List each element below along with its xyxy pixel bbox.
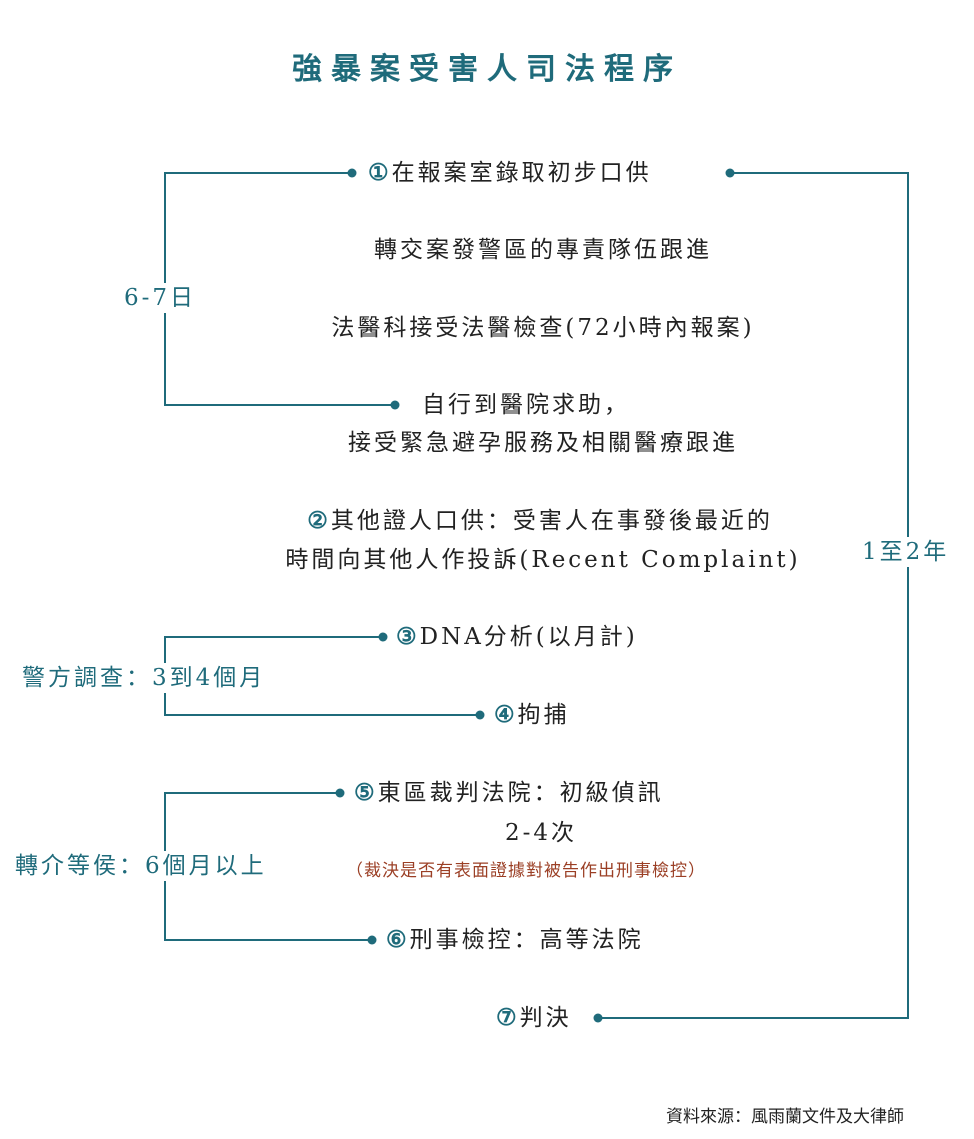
source-note: 資料來源：風雨蘭文件及大律師: [666, 1107, 904, 1127]
duration-1-2-years: 1至2年: [862, 537, 950, 567]
step-1: ①在報案室錄取初步口供: [368, 158, 652, 188]
step-text: 在報案室錄取初步口供: [391, 160, 652, 186]
transfer-text: 轉交案發警區的專責隊伍跟進: [374, 237, 712, 263]
bracket-6-7-days: [164, 172, 395, 406]
duration-referral-wait: 轉介等侯：6個月以上: [15, 851, 267, 881]
dot: [475, 710, 485, 720]
step-2-line-2: 時間向其他人作投訴(Recent Complaint): [285, 547, 801, 573]
step-number: ④: [494, 701, 518, 728]
page-title: 強暴案受害人司法程序: [292, 52, 682, 87]
hospital-text-2: 接受緊急避孕服務及相關醫療跟進: [348, 430, 738, 456]
step-5: ⑤東區裁判法院：初級偵訊: [354, 778, 664, 808]
step-text: 刑事檢控：高等法院: [409, 927, 644, 953]
step-text: 其他證人口供：受害人在事發後最近的: [330, 508, 773, 534]
step-number: ①: [368, 159, 392, 186]
dot: [593, 1013, 603, 1023]
step-number: ⑦: [496, 1004, 520, 1031]
forensic-text: 法醫科接受法醫檢查(72小時內報案): [331, 315, 755, 341]
hospital-text-1: 自行到醫院求助，: [422, 392, 630, 418]
step-text: DNA分析(以月計): [419, 624, 638, 650]
dot: [367, 935, 377, 945]
step-number: ②: [307, 507, 331, 534]
dot: [347, 168, 357, 178]
step-text: 判決: [519, 1005, 572, 1031]
hearing-times: 2-4次: [504, 820, 578, 846]
step-number: ⑤: [354, 779, 378, 806]
dot: [390, 400, 400, 410]
step-text: 拘捕: [517, 702, 570, 728]
step-4: ④拘捕: [494, 700, 570, 730]
step-2: ②其他證人口供：受害人在事發後最近的: [307, 506, 773, 536]
dot: [725, 168, 735, 178]
duration-6-7-days: 6-7日: [124, 283, 197, 313]
step-6: ⑥刑事檢控：高等法院: [386, 925, 644, 955]
step-number: ③: [396, 623, 420, 650]
step-text: 東區裁判法院：初級偵訊: [377, 780, 664, 806]
step-7: ⑦判決: [496, 1003, 572, 1033]
dot: [378, 632, 388, 642]
step-3: ③DNA分析(以月計): [396, 622, 638, 652]
duration-police-investigation: 警方調查：3到4個月: [22, 663, 266, 693]
dot: [335, 788, 345, 798]
step-number: ⑥: [386, 926, 410, 953]
bracket-1-2-years: [598, 172, 909, 1019]
step-5-note: （裁決是否有表面證據對被告作出刑事檢控）: [346, 861, 706, 881]
